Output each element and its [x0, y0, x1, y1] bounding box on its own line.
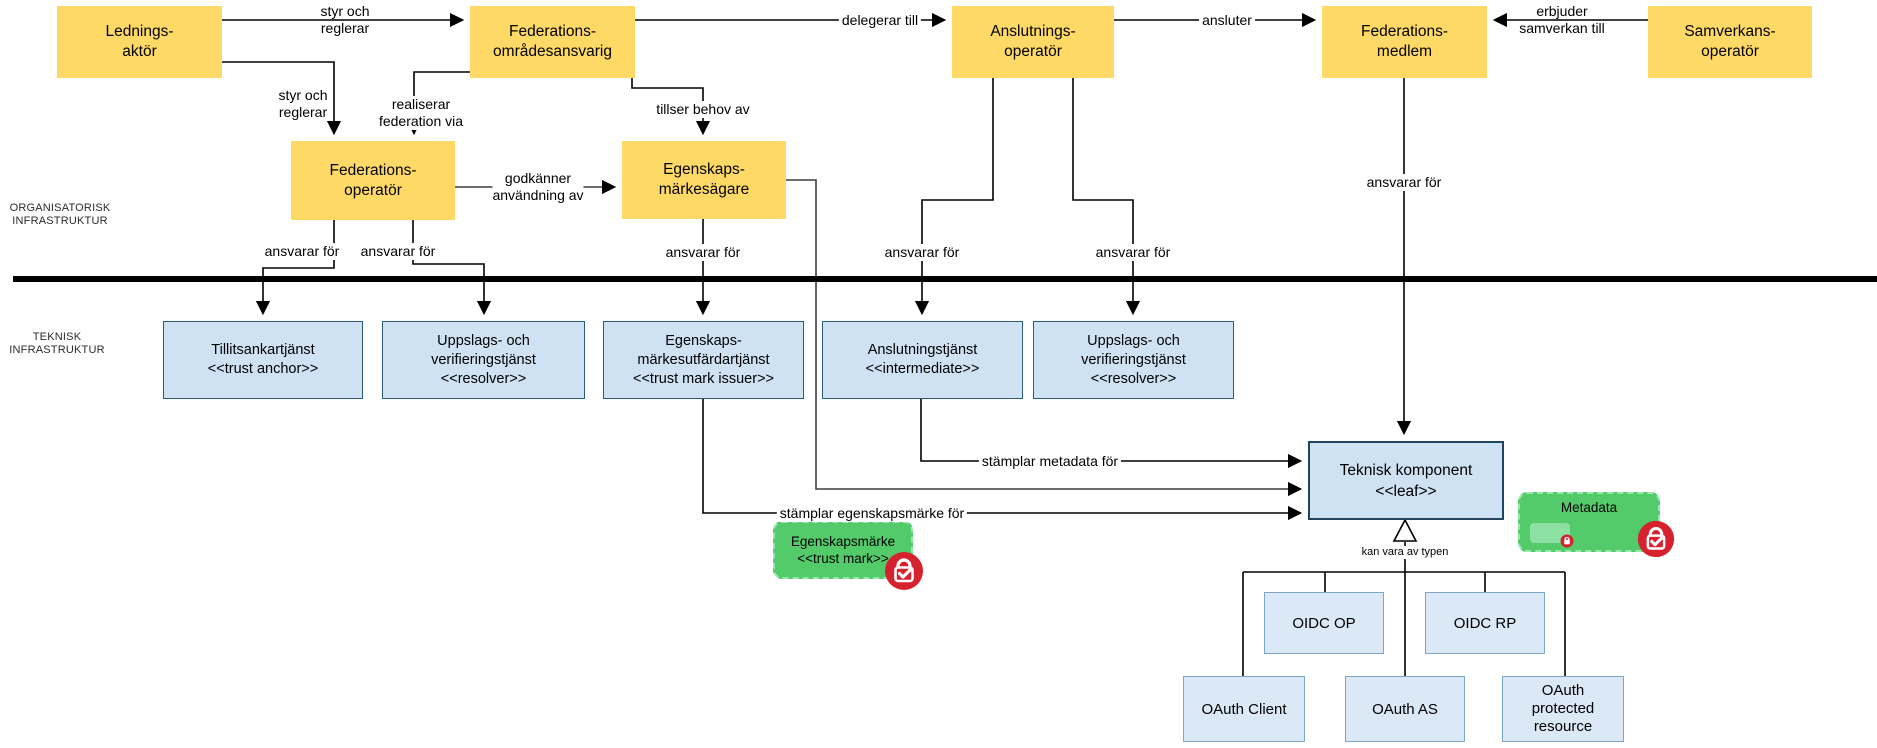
edge-label-styr-och-reglerar-top: styr och reglerar	[320, 3, 370, 36]
edge-label-stamplar-metadata-for: stämplar metadata för	[978, 453, 1122, 470]
node-oauth-as: OAuth AS	[1345, 676, 1465, 742]
node-federationsoperator: Federations- operatör	[291, 141, 455, 220]
node-federationsmedlem: Federations- medlem	[1322, 6, 1487, 78]
lock-icon-egenskapsmarke	[885, 552, 923, 590]
node-uppslagstjanst-1: Uppslags- och verifieringstjänst <<resol…	[382, 321, 585, 399]
node-egenskapsmarkesagare: Egenskaps- märkesägare	[622, 141, 786, 219]
edge-label-ansvarar-for-2: ansvarar för	[357, 243, 439, 260]
node-anslutningstjanst: Anslutningstjänst <<intermediate>>	[822, 321, 1023, 399]
infrastructure-divider	[13, 276, 1877, 282]
node-oidc-rp: OIDC RP	[1425, 592, 1545, 654]
edge-label-godkanner-anvandning-av: godkänner användning av	[492, 170, 584, 204]
node-egenskapsmarkesutfardartjanst: Egenskaps- märkesutfärdartjänst <<trust …	[603, 321, 804, 399]
edge-label-realiserar-federation-via: realiserar federation via	[375, 96, 467, 130]
node-metadata: Metadata	[1518, 492, 1660, 552]
edge-label-tillser-behov-av: tillser behov av	[653, 101, 753, 118]
node-federationsomradesansvarig: Federations- områdesansvarig	[470, 6, 635, 78]
generalization-triangle-icon	[1392, 518, 1418, 542]
node-oauth-client: OAuth Client	[1183, 676, 1305, 742]
edge-label-ansvarar-for-5: ansvarar för	[1092, 244, 1174, 261]
edge-label-stamplar-egenskapsmarke-for: stämplar egenskapsmärke för	[776, 505, 968, 522]
edge-label-kan-vara-av-typen: kan vara av typen	[1358, 546, 1452, 559]
node-uppslagstjanst-2: Uppslags- och verifieringstjänst <<resol…	[1033, 321, 1234, 399]
node-ledningsaktor: Lednings- aktör	[57, 6, 222, 78]
edge-label-ansvarar-for-1: ansvarar för	[261, 243, 343, 260]
node-samverkansoperator: Samverkans- operatör	[1648, 6, 1812, 78]
edge-label-delegerar-till: delegerar till	[838, 12, 922, 29]
node-tillitsankartjanst: Tillitsankartjänst <<trust anchor>>	[163, 321, 363, 399]
edge-label-erbjuder-samverkan-till: erbjuder samverkan till	[1519, 3, 1605, 36]
edge-label-ansvarar-for-3: ansvarar för	[662, 244, 744, 261]
node-oidc-op: OIDC OP	[1264, 592, 1384, 654]
edge-label-styr-och-reglerar-left: styr och reglerar	[278, 87, 328, 120]
node-anslutningsoperator: Anslutnings- operatör	[952, 6, 1114, 78]
lock-badge-icon-metadata-chip	[1560, 534, 1574, 548]
edge-label-ansluter: ansluter	[1199, 12, 1255, 29]
lock-icon-metadata	[1637, 520, 1675, 558]
metadata-document-chip	[1530, 523, 1570, 543]
edge-label-ansvarar-for-6: ansvarar för	[1363, 174, 1445, 191]
node-teknisk-komponent: Teknisk komponent <<leaf>>	[1308, 441, 1504, 520]
node-oauth-protected-resource: OAuth protected resource	[1502, 676, 1624, 742]
edge-label-ansvarar-for-4: ansvarar för	[881, 244, 963, 261]
